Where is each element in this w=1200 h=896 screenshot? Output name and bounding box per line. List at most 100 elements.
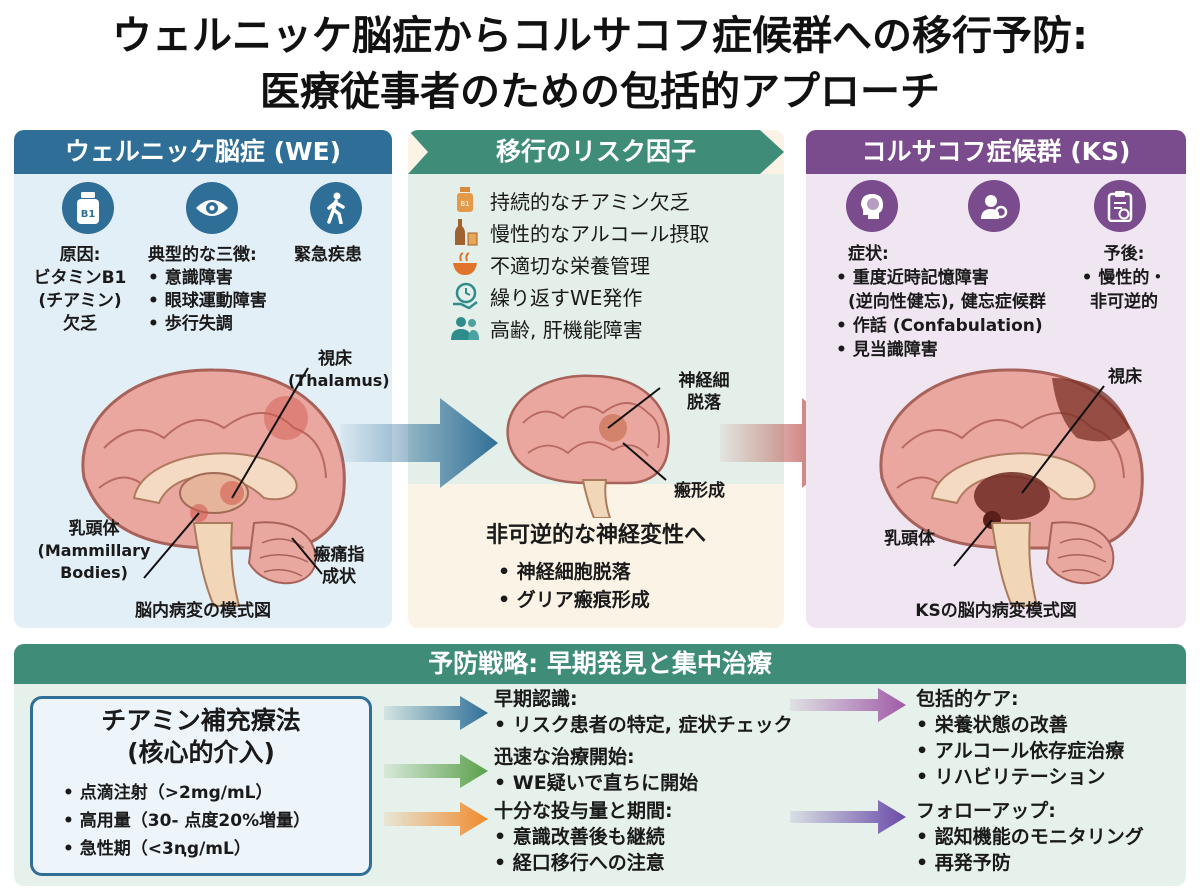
cause-label: 原因:	[59, 245, 101, 265]
ks-symptoms-title: 症状:	[848, 244, 889, 264]
degeneration-brain-diagram	[506, 374, 670, 518]
pill-bottle-icon: B1	[448, 185, 482, 215]
we-label-mammillary-en: (Mammillary	[37, 541, 151, 560]
clipboard-check-icon	[1094, 180, 1146, 232]
thiamine-item: • 急性期（<3ꞑg/mL）	[63, 839, 251, 859]
cause-line: 欠乏	[63, 314, 97, 334]
followup-title: フォローアップ:	[916, 800, 1056, 822]
ks-caption: KSの脳内病変模式図	[915, 601, 1077, 621]
thiamine-item: • 高用量（30- 点度20%増量）	[63, 811, 311, 831]
arrow-to-adequate-dose	[384, 802, 488, 836]
cause-text: 原因: ビタミンB1 (チアミン) 欠乏	[20, 244, 140, 336]
ks-symptom-item: • 見当識障害	[836, 340, 938, 360]
step-title: 迅速な治療開始:	[494, 746, 635, 768]
wernicke-header: ウェルニッケ脳症 (WE)	[14, 130, 392, 174]
step-item: • WE疑いで直ちに開始	[494, 772, 699, 794]
vitamin-bottle-icon: B1	[62, 182, 114, 234]
care-item: • リハビリテーション	[916, 766, 1106, 788]
step-item: • 意識改善後も継続	[494, 826, 665, 848]
korsakoff-header: コルサコフ症候群 (KS)	[806, 130, 1186, 174]
arrow-to-rapid-treatment	[384, 754, 488, 788]
risk-panel: 移行のリスク因子 B1 持続的なチアミン欠乏 慢性的なアルコール摂取 不適切な栄…	[408, 130, 784, 628]
step-title: 十分な投与量と期間:	[494, 800, 673, 822]
degeneration-item: • グリア瘢痕形成	[498, 589, 650, 611]
thiamine-therapy-box: チアミン補充療法 (核心的介入) • 点滴注射（>2mg/mL） • 高用量（3…	[30, 696, 372, 876]
risk-item: B1 持続的なチアミン欠乏	[448, 184, 690, 216]
thiamine-title: チアミン補充療法 (核心的介入)	[33, 705, 369, 769]
risk-header: 移行のリスク因子	[495, 137, 696, 166]
food-bowl-icon	[448, 249, 482, 279]
comprehensive-care: 包括的ケア: • 栄養状態の改善 • アルコール依存症治療 • リハビリテーショ…	[916, 686, 1124, 790]
cause-line: (チアミン)	[38, 291, 122, 311]
care-title: 包括的ケア:	[916, 688, 1019, 710]
ks-symptom-item: • 作話 (Confabulation)	[836, 316, 1043, 336]
we-label-scar-line: 瘢痛指	[313, 545, 365, 565]
ks-symptom-item: (逆向性健忘), 健忘症候群	[848, 292, 1046, 312]
we-label-mammillary: 乳頭体 (Mammillary Bodies)	[34, 518, 154, 584]
triad-text: 典型的な三徴: • 意識障害 • 眼球運動障害 • 歩行失調	[148, 244, 267, 336]
we-label-thalamus-en: (Thalamus)	[288, 371, 390, 390]
label-neuron-loss: 神経細 脱落	[664, 370, 744, 414]
label-neuron-loss-line: 脱落	[687, 393, 721, 413]
thiamine-title-line: チアミン補充療法	[101, 706, 301, 735]
triad-title: 典型的な三徴:	[148, 245, 257, 265]
label-gliosis: 瘢形成	[674, 481, 725, 501]
thiamine-item: • 点滴注射（>2mg/mL）	[63, 783, 273, 803]
alcohol-bottle-icon	[448, 217, 482, 247]
cause-line: ビタミンB1	[33, 268, 127, 288]
triad-item: • 意識障害	[148, 268, 233, 288]
thiamine-title-line: (核心的介入)	[127, 738, 275, 767]
risk-item: 高齢, 肝機能障害	[448, 312, 643, 344]
ks-label-thalamus: 視床	[1108, 367, 1142, 387]
svg-text:B1: B1	[460, 200, 469, 208]
step-rapid-treatment: 迅速な治療開始: • WE疑いで直ちに開始	[494, 744, 698, 796]
risk-header-banner	[408, 130, 784, 174]
step-adequate-dose: 十分な投与量と期間: • 意識改善後も継続 • 経口移行への注意	[494, 798, 673, 876]
step-title: 早期認識:	[494, 688, 578, 710]
we-label-thalamus: 視床	[318, 349, 352, 369]
label-neuron-loss-line: 神経細	[678, 371, 730, 391]
we-caption: 脳内病変の模式図	[135, 601, 271, 621]
person-search-icon	[968, 180, 1020, 232]
korsakoff-panel: コルサコフ症候群 (KS) 症状: • 重度近時記憶障害 (逆向性健忘), 健忘…	[806, 130, 1186, 628]
risk-item-label: 持続的なチアミン欠乏	[490, 189, 690, 214]
head-brain-icon	[846, 180, 898, 232]
step-item: • リスク患者の特定, 症状チェック	[494, 714, 793, 736]
wernicke-panel: ウェルニッケ脳症 (WE) B1 原因: ビタミンB1 (チアミン) 欠乏 典型…	[14, 130, 392, 628]
care-item: • 栄養状態の改善	[916, 714, 1068, 736]
risk-item-label: 不適切な栄養管理	[490, 253, 650, 278]
triad-item: • 歩行失調	[148, 314, 233, 334]
we-to-risk-arrow	[340, 398, 498, 488]
thiamine-list: • 点滴注射（>2mg/mL） • 高用量（30- 点度20%増量） • 急性期…	[63, 779, 310, 863]
ks-symptoms: 症状: • 重度近時記憶障害 (逆向性健忘), 健忘症候群 • 作話 (Conf…	[836, 242, 1046, 362]
title-line-2: 医療従事者のための包括的アプローチ	[260, 69, 940, 115]
ks-prognosis-item: 非可逆的	[1090, 292, 1158, 312]
page-title: ウェルニッケ脳症からコルサコフ症候群への移行予防: 医療従事者のための包括的アプ…	[0, 8, 1200, 120]
we-brain-diagram	[81, 367, 346, 607]
step-item: • 経口移行への注意	[494, 852, 665, 874]
care-item: • アルコール依存症治療	[916, 740, 1125, 762]
svg-text:B1: B1	[81, 209, 96, 220]
follow-up: フォローアップ: • 認知機能のモニタリング • 再発予防	[916, 798, 1144, 876]
risk-item-label: 繰り返すWE発作	[490, 285, 643, 310]
ks-prognosis-title: 予後:	[1103, 244, 1145, 264]
risk-item-label: 高齢, 肝機能障害	[490, 317, 643, 342]
clock-hand-icon	[448, 281, 482, 311]
ks-prognosis: 予後: • 慢性的・ 非可逆的	[1074, 242, 1174, 314]
eye-icon	[186, 182, 238, 234]
degeneration-list: • 神経細胞脱落 • グリア瘢痕形成	[498, 558, 650, 614]
emergency-label: 緊急疾患	[294, 245, 362, 265]
we-label-scar: 瘢痛指 成状	[304, 544, 374, 588]
people-icon	[448, 313, 482, 343]
prevention-header: 予防戦略: 早期発見と集中治療	[14, 644, 1186, 684]
we-label-scar-line: 成状	[322, 567, 356, 587]
degeneration-title: 非可逆的な神経変性へ	[485, 523, 706, 548]
risk-item: 繰り返すWE発作	[448, 280, 642, 312]
walking-person-icon	[310, 182, 362, 234]
arrow-to-early-recognition	[384, 696, 488, 730]
arrow-to-comprehensive-care	[790, 688, 906, 722]
risk-item-label: 慢性的なアルコール摂取	[490, 221, 710, 246]
ks-symptom-item: • 重度近時記憶障害	[836, 268, 989, 288]
ks-prognosis-item: • 慢性的・	[1081, 268, 1167, 288]
ks-label-mammillary: 乳頭体	[884, 529, 935, 549]
